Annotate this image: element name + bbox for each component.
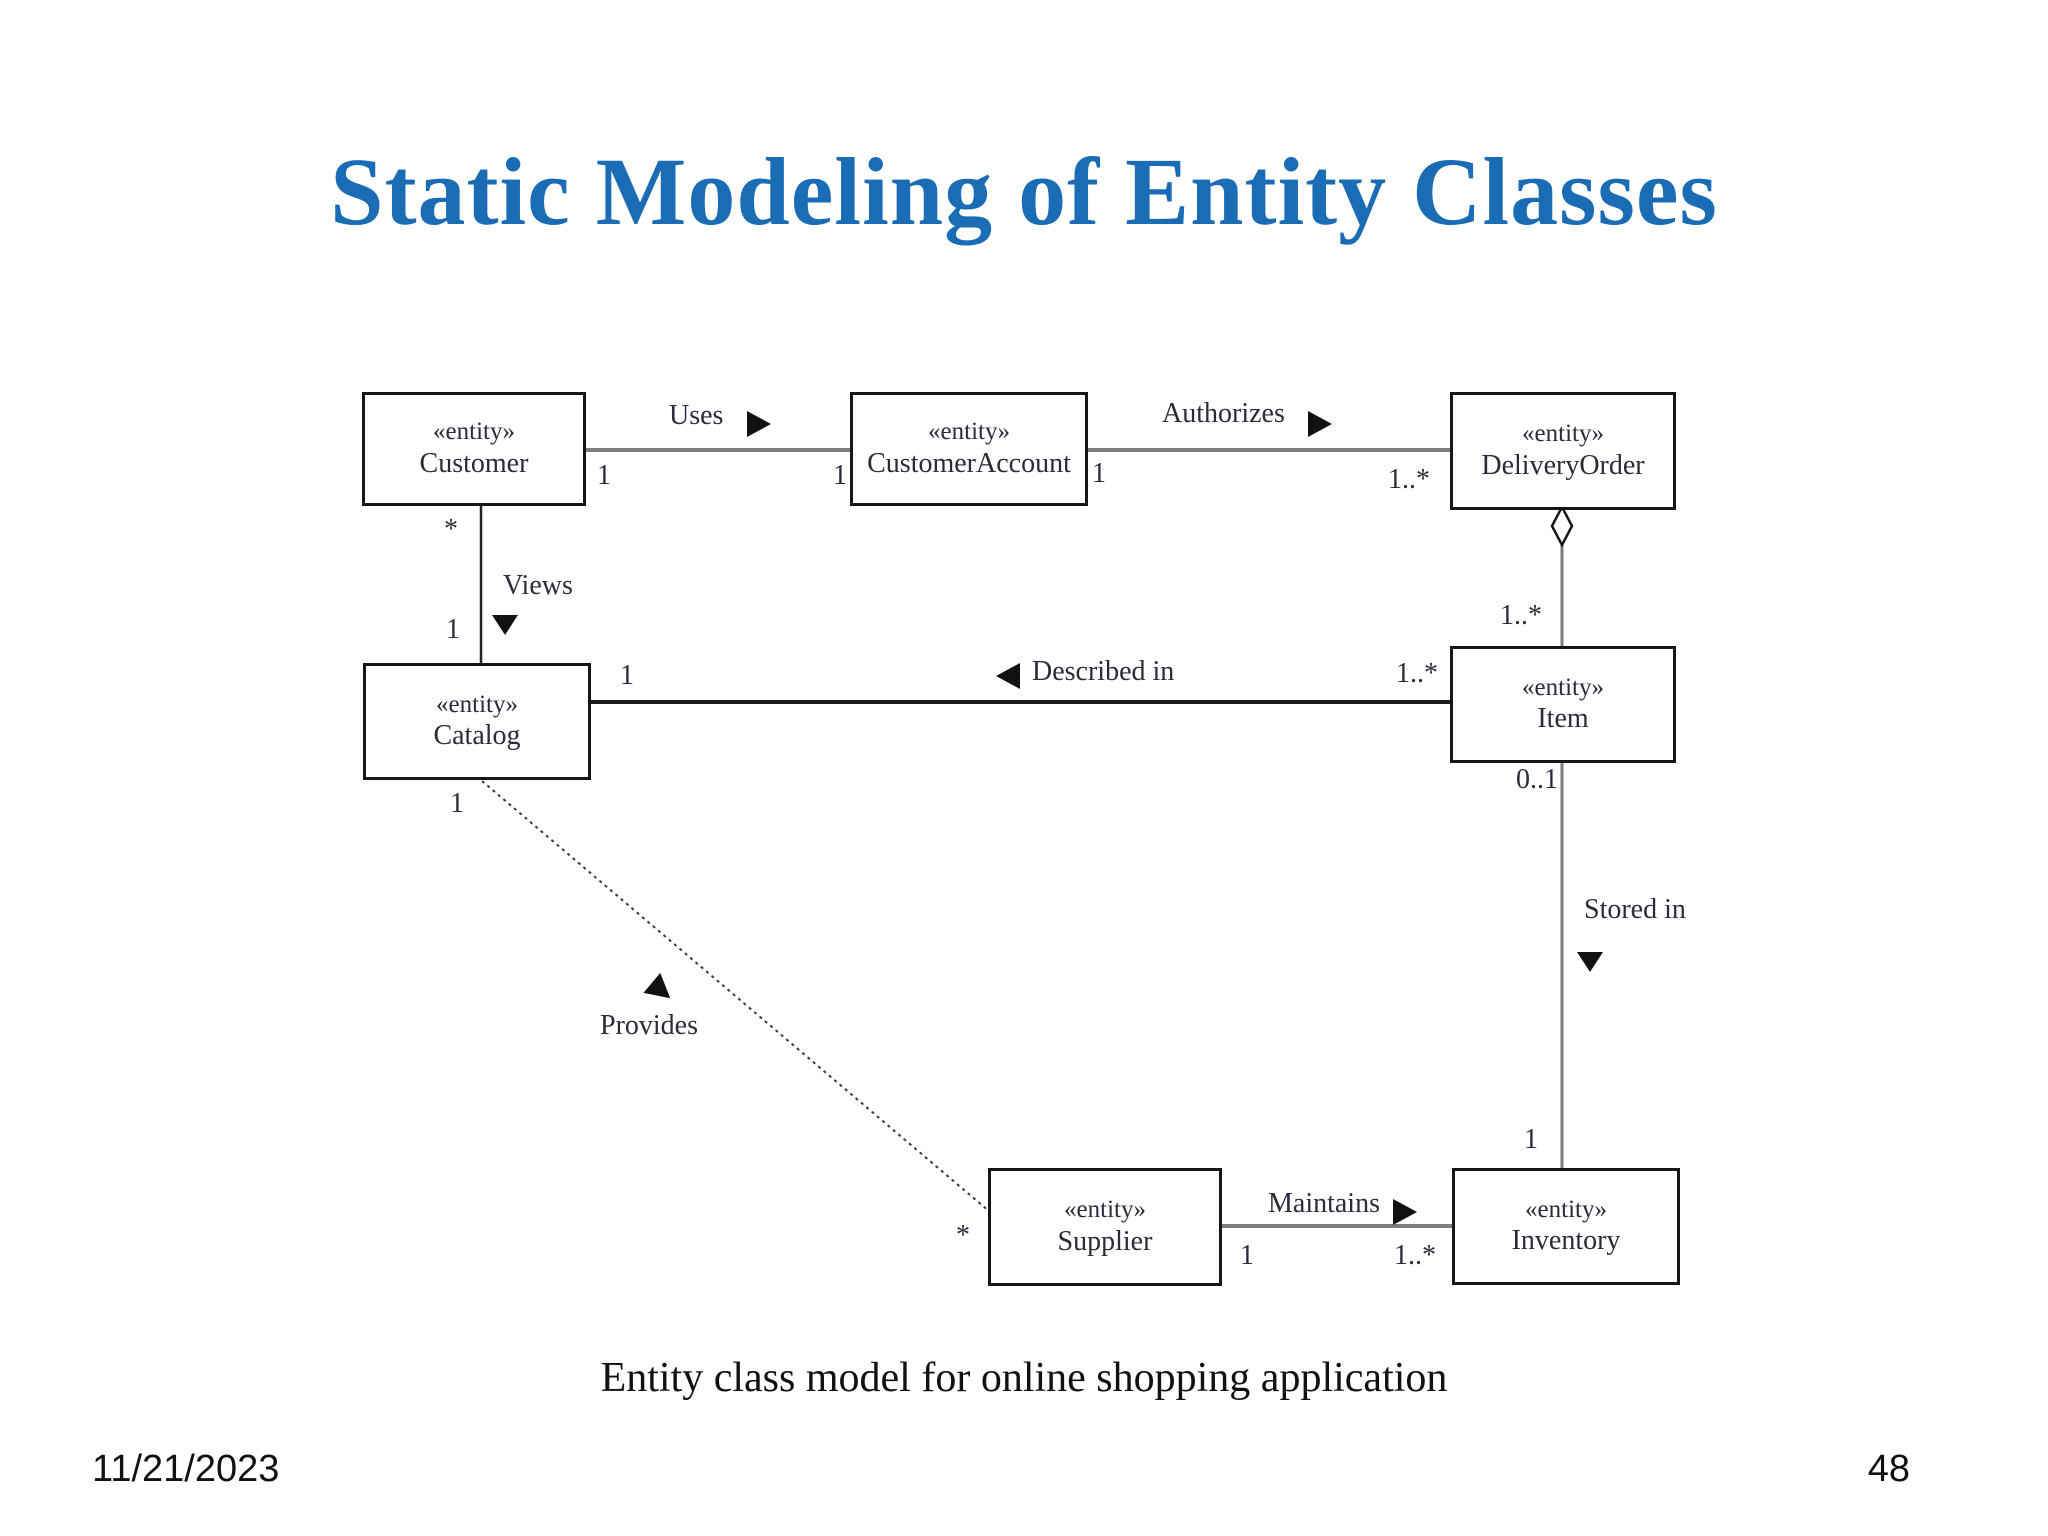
- class-item-name: Item: [1537, 703, 1589, 735]
- provides-to-multiplicity: *: [956, 1220, 970, 1251]
- stored-in-to-multiplicity: 1: [1524, 1124, 1538, 1155]
- aggregation-item-multiplicity: 1..*: [1500, 600, 1542, 631]
- slide-page-number: 48: [1867, 1448, 1910, 1490]
- class-item-stereotype: «entity»: [1522, 673, 1604, 701]
- class-customer-account-name: CustomerAccount: [867, 447, 1071, 479]
- provides-label: Provides: [600, 1010, 698, 1041]
- provides-from-multiplicity: 1: [450, 788, 464, 819]
- class-inventory-stereotype: «entity»: [1525, 1195, 1607, 1223]
- authorizes-label: Authorizes: [1162, 398, 1285, 429]
- class-customer-account: «entity» CustomerAccount: [850, 392, 1088, 506]
- maintains-from-multiplicity: 1: [1240, 1240, 1254, 1271]
- class-catalog: «entity» Catalog: [363, 663, 591, 780]
- class-supplier-stereotype: «entity»: [1064, 1196, 1146, 1224]
- figure-caption: Entity class model for online shopping a…: [600, 1355, 1448, 1401]
- class-supplier: «entity» Supplier: [988, 1168, 1222, 1286]
- class-catalog-stereotype: «entity»: [436, 690, 518, 718]
- class-customer-stereotype: «entity»: [433, 418, 515, 446]
- authorizes-from-multiplicity: 1: [1092, 458, 1106, 489]
- stored-in-label: Stored in: [1584, 894, 1686, 925]
- stored-in-from-multiplicity: 0..1: [1516, 764, 1558, 795]
- class-delivery-order-stereotype: «entity»: [1522, 420, 1604, 448]
- class-customer-name: Customer: [419, 447, 529, 479]
- class-item: «entity» Item: [1450, 646, 1676, 763]
- views-direction-arrow-icon: [492, 615, 518, 635]
- class-catalog-name: Catalog: [433, 720, 521, 752]
- provides-association-line: [481, 780, 991, 1213]
- uses-to-multiplicity: 1: [833, 460, 847, 491]
- views-label: Views: [503, 570, 573, 601]
- described-in-direction-arrow-icon: [996, 663, 1020, 689]
- uses-label: Uses: [669, 400, 724, 431]
- maintains-label: Maintains: [1268, 1188, 1380, 1219]
- maintains-to-multiplicity: 1..*: [1394, 1240, 1436, 1271]
- described-in-label: Described in: [1032, 656, 1175, 687]
- class-inventory-name: Inventory: [1511, 1225, 1621, 1257]
- uses-from-multiplicity: 1: [597, 460, 611, 491]
- slide-date: 11/21/2023: [92, 1448, 280, 1490]
- class-inventory: «entity» Inventory: [1452, 1168, 1680, 1285]
- class-delivery-order: «entity» DeliveryOrder: [1450, 392, 1676, 510]
- class-customer: «entity» Customer: [362, 392, 586, 506]
- authorizes-to-multiplicity: 1..*: [1388, 464, 1430, 495]
- stored-in-direction-arrow-icon: [1577, 952, 1603, 972]
- views-to-multiplicity: 1: [446, 614, 460, 645]
- class-supplier-name: Supplier: [1057, 1225, 1153, 1257]
- class-customer-account-stereotype: «entity»: [928, 418, 1010, 446]
- authorizes-direction-arrow-icon: [1308, 411, 1332, 437]
- provides-direction-arrow-icon: [643, 972, 671, 999]
- views-from-multiplicity: *: [444, 514, 458, 545]
- aggregation-diamond-icon: [1550, 504, 1574, 548]
- uses-direction-arrow-icon: [747, 411, 771, 437]
- maintains-direction-arrow-icon: [1393, 1199, 1417, 1225]
- described-in-from-multiplicity: 1: [620, 660, 634, 691]
- described-in-to-multiplicity: 1..*: [1396, 658, 1438, 689]
- class-delivery-order-name: DeliveryOrder: [1481, 449, 1645, 481]
- slide-title: Static Modeling of Entity Classes: [330, 138, 1718, 245]
